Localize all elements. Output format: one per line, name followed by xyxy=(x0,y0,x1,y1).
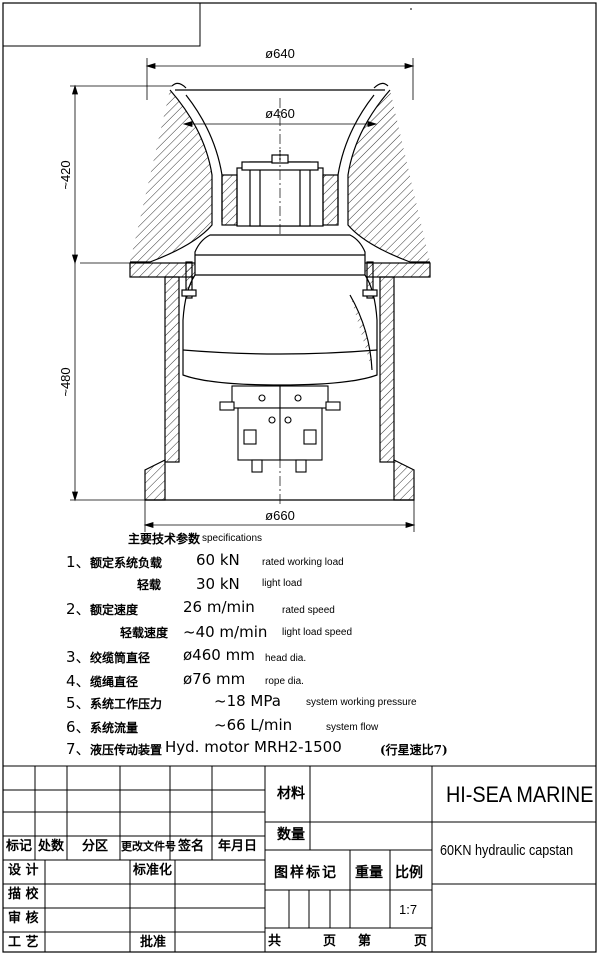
product-name: 60KN hydraulic capstan xyxy=(440,842,574,859)
spec-value: Hyd. motor MRH2-1500 xyxy=(165,738,342,756)
spec-en: rated speed xyxy=(282,605,335,616)
title-block-grid xyxy=(3,765,596,952)
spec-value: ø460 mm xyxy=(183,646,255,664)
dim-upper-height: ~420 xyxy=(58,160,73,189)
rev-header-sign: 签名 xyxy=(178,839,205,854)
corner-box xyxy=(3,3,201,47)
rev-header-mark: 标记 xyxy=(6,839,33,854)
rev-header-zone: 分区 xyxy=(82,839,109,854)
scale-value: 1:7 xyxy=(399,902,418,917)
spec-value: ø76 mm xyxy=(183,670,246,688)
spec-num: 2、 xyxy=(66,600,91,618)
material-label: 材料 xyxy=(277,786,305,802)
spec-value: ~18 MPa xyxy=(214,692,281,710)
rev-header-date: 年月日 xyxy=(218,839,258,854)
spec-num: 5、 xyxy=(66,694,91,712)
sheets-total-label: 共 xyxy=(268,934,282,949)
draw-label: 描 校 xyxy=(8,887,39,902)
spec-label: 系统工作压力 xyxy=(90,697,163,711)
company-name: HI-SEA MARINE xyxy=(446,782,594,807)
spec-value: 26 m/min xyxy=(183,598,255,616)
gearbox xyxy=(181,234,378,386)
dim-lower-height: ~480 xyxy=(58,367,73,396)
dim-top-diameter: ø640 xyxy=(265,46,295,61)
mark-label: 图样标记 xyxy=(274,865,338,881)
spec-label: 轻载速度 xyxy=(120,626,169,640)
sheets-unit: 页 xyxy=(323,934,337,949)
spec-value: ~40 m/min xyxy=(183,623,268,641)
spec-header-cn: 主要技术参数 xyxy=(128,532,201,546)
spec-label: 系统流量 xyxy=(90,721,139,735)
spec-label: 绞缆筒直径 xyxy=(90,651,151,665)
spec-num: 3、 xyxy=(66,648,91,666)
spec-label: 缆绳直径 xyxy=(90,675,139,689)
check-label: 审 核 xyxy=(8,911,39,926)
dim-base-diameter: ø660 xyxy=(265,508,295,523)
standard-label: 标准化 xyxy=(133,863,173,878)
quantity-label: 数量 xyxy=(277,827,305,843)
spec-en: (行星速比7) xyxy=(380,743,448,757)
spec-en: system working pressure xyxy=(306,697,417,708)
spec-en: head dia. xyxy=(265,653,307,664)
sheet-unit: 页 xyxy=(414,934,428,949)
process-label: 工 艺 xyxy=(8,935,39,950)
dimension-lines xyxy=(70,58,416,532)
spec-num: 1、 xyxy=(66,553,91,571)
spec-num: 7、 xyxy=(66,740,91,758)
sheet-no-label: 第 xyxy=(358,934,372,949)
pedestal xyxy=(70,276,415,501)
spec-en: light load xyxy=(262,578,303,589)
spec-num: 6、 xyxy=(66,718,91,736)
spec-en: rated working load xyxy=(262,557,344,568)
spec-en: rope dia. xyxy=(265,676,304,687)
spec-en: system flow xyxy=(326,722,379,733)
spec-header-en: specifications xyxy=(202,533,263,544)
spec-value: 30 kN xyxy=(196,575,240,593)
spec-label: 额定系统负载 xyxy=(90,556,163,570)
weight-label: 重量 xyxy=(355,865,383,881)
spec-num: 4、 xyxy=(66,672,91,690)
spec-value: ~66 L/min xyxy=(214,716,293,734)
spec-en: light load speed xyxy=(282,627,353,638)
scale-label: 比例 xyxy=(395,865,423,881)
rev-header-count: 处数 xyxy=(38,839,65,854)
dim-head-diameter: ø460 xyxy=(265,106,295,121)
spec-value: 60 kN xyxy=(196,551,240,569)
approve-label: 批准 xyxy=(140,935,167,950)
spec-label: 液压传动装置 xyxy=(90,743,163,757)
design-label: 设 计 xyxy=(8,863,39,878)
rev-header-docno: 更改文件号 xyxy=(121,840,176,853)
hydraulic-motor xyxy=(219,385,341,473)
spec-label: 轻载 xyxy=(137,578,162,592)
spec-label: 额定速度 xyxy=(90,603,139,617)
